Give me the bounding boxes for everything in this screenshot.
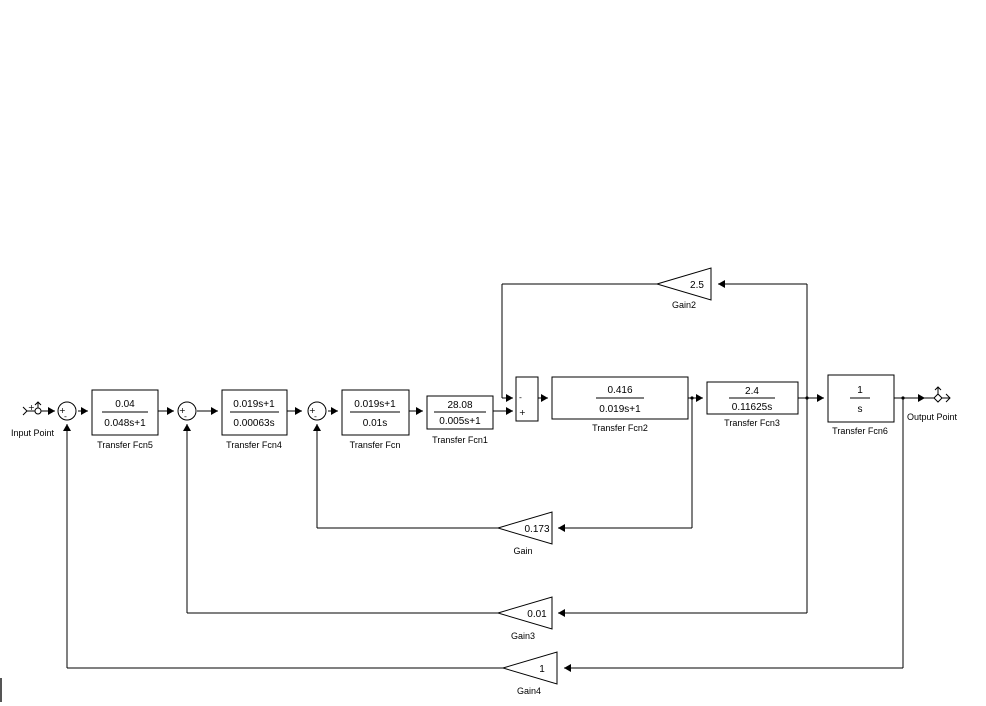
svg-text:+: + (28, 403, 35, 412)
tf-denominator: 0.01s (363, 418, 387, 429)
sum-plus-sign: + (59, 406, 66, 415)
sum-minus-sign: - (64, 412, 67, 421)
transfer-fcn2-block[interactable]: 0.416 0.019s+1 Transfer Fcn2 (551, 376, 689, 433)
block-label: Transfer Fcn (350, 440, 401, 450)
tf-numerator: 0.019s+1 (354, 399, 396, 410)
input-point-port[interactable]: + Input Point (11, 401, 55, 438)
sum-minus-sign: - (184, 412, 187, 421)
scrollbar-marker[interactable] (0, 678, 2, 702)
input-port-icon: + (22, 401, 44, 416)
sum-minus-sign: - (519, 393, 522, 402)
branch-point (901, 396, 905, 400)
tf-numerator: 0.416 (607, 385, 632, 396)
sum-block-3[interactable]: + - (307, 401, 327, 421)
input-point-label: Input Point (11, 428, 55, 438)
sum-block-1[interactable]: + - (57, 401, 77, 421)
tf-denominator: 0.00063s (233, 418, 274, 429)
gain-value: 2.5 (690, 280, 704, 291)
tf-numerator: 1 (857, 385, 863, 396)
gain4-block[interactable]: 1 Gain4 (501, 651, 558, 696)
gain3-block[interactable]: 0.01 Gain3 (496, 596, 553, 641)
block-label: Transfer Fcn3 (724, 418, 780, 428)
sum-block-4[interactable]: - + (515, 376, 539, 422)
tf-denominator: 0.048s+1 (104, 418, 146, 429)
transfer-fcn3-block[interactable]: 2.4 0.11625s Transfer Fcn3 (706, 381, 799, 428)
transfer-fcn4-block[interactable]: 0.019s+1 0.00063s Transfer Fcn4 (221, 389, 288, 450)
tf-denominator: 0.11625s (732, 402, 772, 413)
sum-plus-sign: + (179, 406, 186, 415)
block-label: Gain4 (517, 686, 541, 696)
gain-value: 0.173 (524, 524, 549, 535)
tf-numerator: 28.08 (447, 400, 472, 411)
output-point-label: Output Point (907, 412, 958, 422)
branch-point (690, 396, 694, 400)
block-label: Transfer Fcn5 (97, 440, 153, 450)
block-label: Gain2 (672, 300, 696, 310)
block-label: Transfer Fcn1 (432, 435, 488, 445)
block-label: Gain (513, 546, 532, 556)
block-label: Transfer Fcn4 (226, 440, 282, 450)
sum-plus-sign: + (309, 406, 316, 415)
branch-point (805, 396, 809, 400)
gain-value: 1 (539, 664, 545, 675)
output-point-port[interactable]: Output Point (907, 386, 958, 422)
block-label: Transfer Fcn2 (592, 423, 648, 433)
arrowheads (48, 280, 925, 672)
transfer-fcn-block[interactable]: 0.019s+1 0.01s Transfer Fcn (341, 389, 410, 450)
gain-value: 0.01 (527, 609, 547, 620)
sum-block-2[interactable]: + - (177, 401, 197, 421)
tf-denominator: 0.005s+1 (439, 416, 481, 427)
tf-numerator: 2.4 (745, 386, 759, 397)
transfer-fcn5-block[interactable]: 0.04 0.048s+1 Transfer Fcn5 (91, 389, 159, 450)
block-label: Gain3 (511, 631, 535, 641)
output-port-icon (925, 386, 951, 403)
signal-lines (44, 283, 925, 669)
sum-plus-sign: + (519, 408, 526, 417)
transfer-fcn1-block[interactable]: 28.08 0.005s+1 Transfer Fcn1 (426, 395, 494, 445)
tf-denominator: 0.019s+1 (599, 404, 641, 415)
tf-numerator: 0.019s+1 (233, 399, 275, 410)
transfer-fcn6-block[interactable]: 1 s Transfer Fcn6 (827, 374, 895, 436)
tf-denominator: s (858, 404, 863, 415)
tf-numerator: 0.04 (115, 399, 135, 410)
sum-minus-sign: - (314, 412, 317, 421)
gain-block[interactable]: 0.173 Gain (496, 511, 553, 556)
block-label: Transfer Fcn6 (832, 426, 888, 436)
gain2-block[interactable]: 2.5 Gain2 (655, 267, 712, 310)
